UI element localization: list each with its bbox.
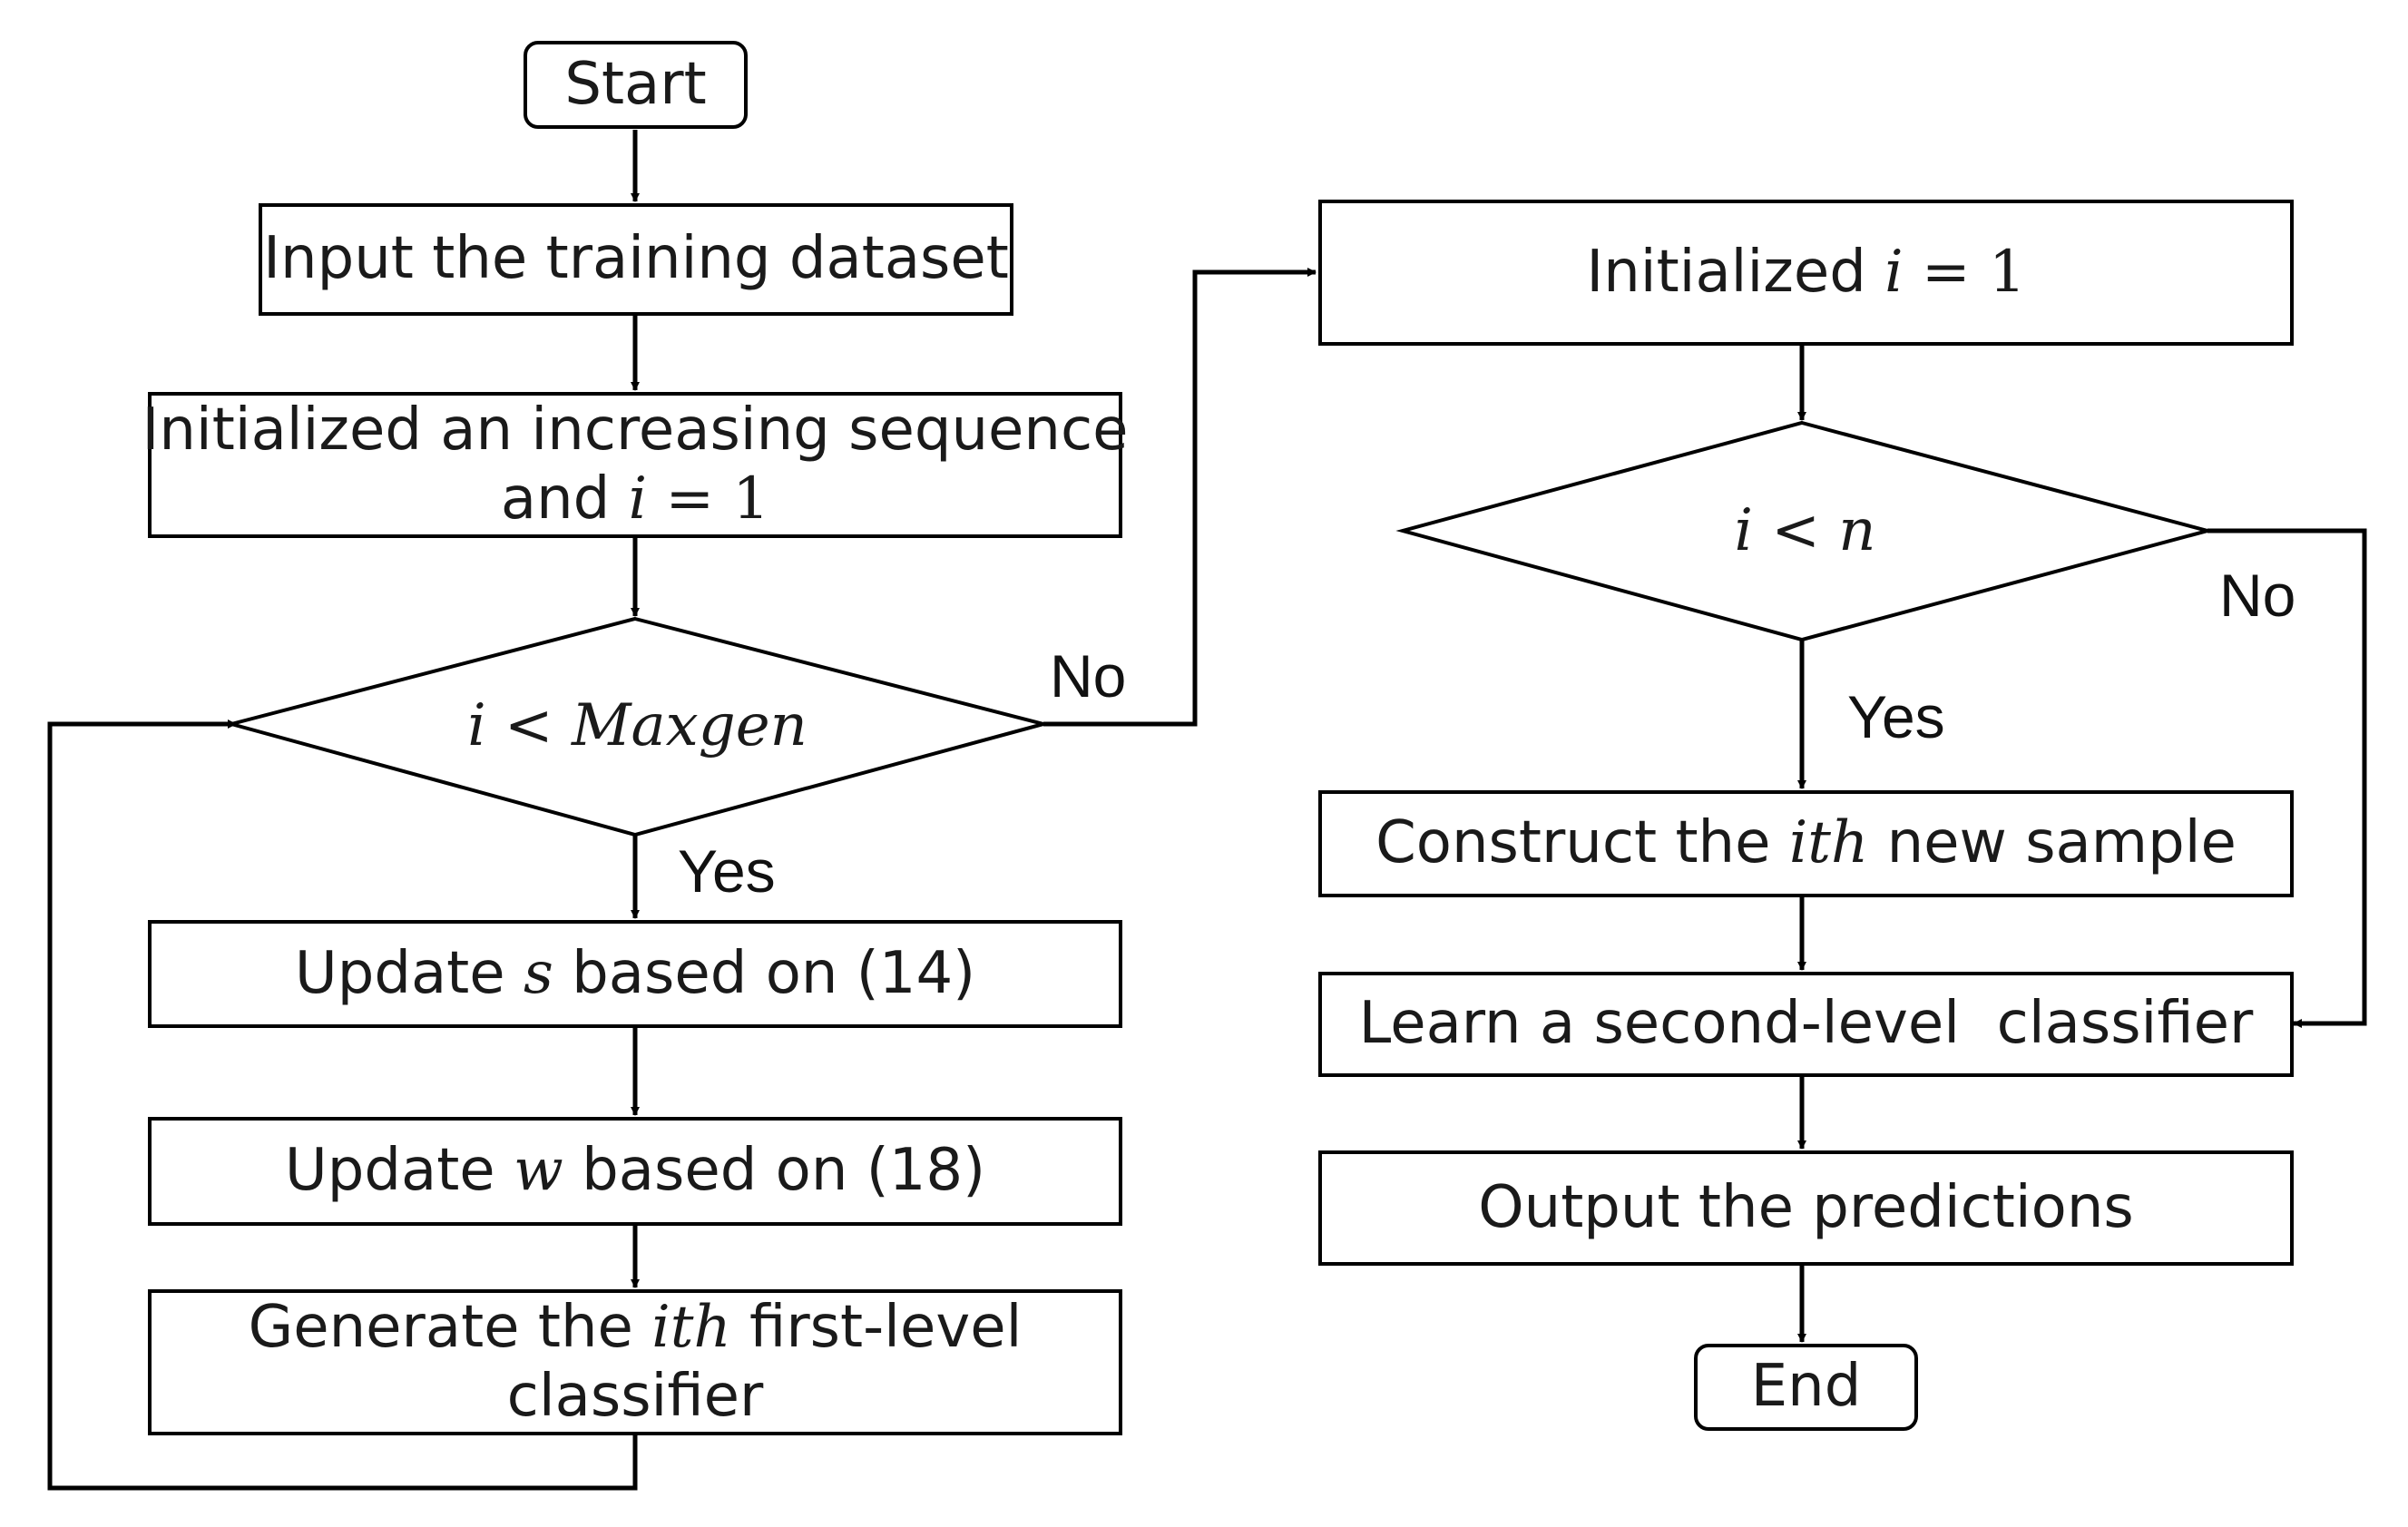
init-sequence-and: and bbox=[500, 465, 611, 533]
decision-diamond-n bbox=[1395, 420, 2215, 642]
input-dataset-box: Input the training dataset bbox=[259, 203, 1013, 316]
generate-prefix: Generate the bbox=[248, 1293, 633, 1361]
loop-back-connector bbox=[47, 719, 638, 1491]
generate-var: ith bbox=[651, 1293, 731, 1361]
init-i-eq: = 1 bbox=[1921, 238, 2026, 306]
learn-second-level-box: Learn a second-level classifier bbox=[1318, 972, 2294, 1077]
decision-diamond-maxgen bbox=[224, 616, 1051, 837]
arrow-cond-n-no-to-learn bbox=[2207, 528, 2367, 1028]
cond-n-label: i < n bbox=[1734, 497, 1876, 564]
learn-second-level-label: Learn a second-level classifier bbox=[1358, 990, 2254, 1058]
update-s-prefix: Update bbox=[294, 939, 505, 1007]
update-w-var: w bbox=[514, 1137, 563, 1205]
generate-suffix: first-level bbox=[749, 1293, 1023, 1361]
end-label: End bbox=[1750, 1353, 1862, 1421]
construct-prefix: Construct the bbox=[1375, 809, 1771, 877]
output-predictions-box: Output the predictions bbox=[1318, 1150, 2294, 1266]
init-sequence-line2: and i = 1 bbox=[501, 465, 769, 534]
end-terminal: End bbox=[1694, 1344, 1918, 1431]
input-dataset-label: Input the training dataset bbox=[263, 225, 1009, 293]
n-no-label: No bbox=[2219, 562, 2296, 629]
update-s-var: s bbox=[523, 939, 553, 1007]
n-yes-label: Yes bbox=[1847, 683, 1945, 750]
start-terminal: Start bbox=[524, 41, 748, 129]
update-w-suffix: based on (18) bbox=[582, 1137, 986, 1205]
init-sequence-line1: Initialized an increasing sequence bbox=[142, 396, 1129, 464]
init-i-box: Initialized i = 1 bbox=[1318, 200, 2294, 346]
output-predictions-label: Output the predictions bbox=[1478, 1173, 2134, 1241]
construct-sample-box: Construct the ith new sample bbox=[1318, 790, 2294, 897]
update-s-box: Update s based on (14) bbox=[148, 920, 1122, 1028]
init-i-var: i bbox=[1884, 238, 1904, 306]
generate-first-level-line2: classifier bbox=[506, 1362, 764, 1430]
generate-first-level-line1: Generate the ith first-level bbox=[249, 1294, 1023, 1363]
construct-suffix: new sample bbox=[1886, 809, 2237, 877]
generate-first-level-box: Generate the ith first-level classifier bbox=[148, 1289, 1122, 1435]
maxgen-yes-label: Yes bbox=[678, 837, 776, 905]
arrow-maxgen-no-to-init-i bbox=[1043, 268, 1317, 727]
start-label: Start bbox=[564, 50, 707, 118]
init-sequence-eq: = 1 bbox=[665, 465, 770, 533]
cond-maxgen-label: i < Maxgen bbox=[467, 692, 808, 759]
update-s-suffix: based on (14) bbox=[572, 939, 976, 1007]
init-i-prefix: Initialized bbox=[1586, 238, 1866, 306]
update-w-prefix: Update bbox=[284, 1137, 495, 1205]
maxgen-no-label: No bbox=[1050, 642, 1127, 710]
init-sequence-box: Initialized an increasing sequence and i… bbox=[142, 392, 1129, 538]
init-sequence-var: i bbox=[628, 465, 648, 533]
update-w-box: Update w based on (18) bbox=[148, 1117, 1122, 1226]
construct-var: ith bbox=[1788, 809, 1869, 877]
